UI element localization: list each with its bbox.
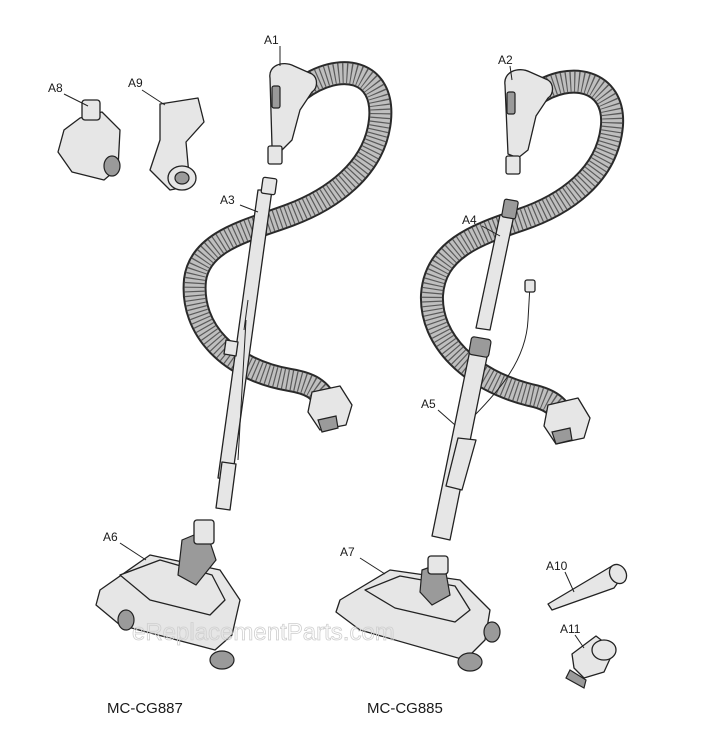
wand-a4 (475, 198, 519, 331)
dusting-brush-a11 (565, 635, 617, 689)
right-vacuum-assembly (335, 69, 625, 672)
left-vacuum-assembly (95, 61, 393, 670)
hose-connector-right (543, 397, 591, 445)
label-a4: A4 (462, 213, 477, 227)
wand-a3 (215, 176, 278, 511)
nozzle-a8 (57, 99, 121, 181)
label-a9: A9 (128, 76, 143, 90)
label-a2: A2 (498, 53, 513, 67)
label-a10: A10 (546, 559, 568, 573)
handle-a1 (267, 63, 318, 165)
label-a3: A3 (220, 193, 235, 207)
cord-plug (524, 279, 536, 293)
tool-a9 (149, 97, 205, 191)
label-a5: A5 (421, 397, 436, 411)
label-a11: A11 (560, 622, 581, 636)
leader-lines (63, 46, 585, 649)
label-a6: A6 (103, 530, 118, 544)
label-a1: A1 (264, 33, 279, 47)
power-nozzle-a7 (335, 555, 501, 672)
model-label-right: MC-CG885 (367, 700, 443, 717)
hose-connector-left (307, 385, 353, 433)
watermark: eReplacementParts.com (132, 619, 395, 646)
label-a8: A8 (48, 81, 63, 95)
handle-a2 (504, 69, 554, 175)
crevice-tool-a10 (547, 563, 628, 611)
wand-a5 (431, 336, 492, 541)
hose-right (419, 69, 625, 432)
label-a7: A7 (340, 545, 355, 559)
power-nozzle-a6 (95, 519, 241, 670)
model-label-left: MC-CG887 (107, 700, 183, 717)
power-cord (469, 284, 531, 421)
